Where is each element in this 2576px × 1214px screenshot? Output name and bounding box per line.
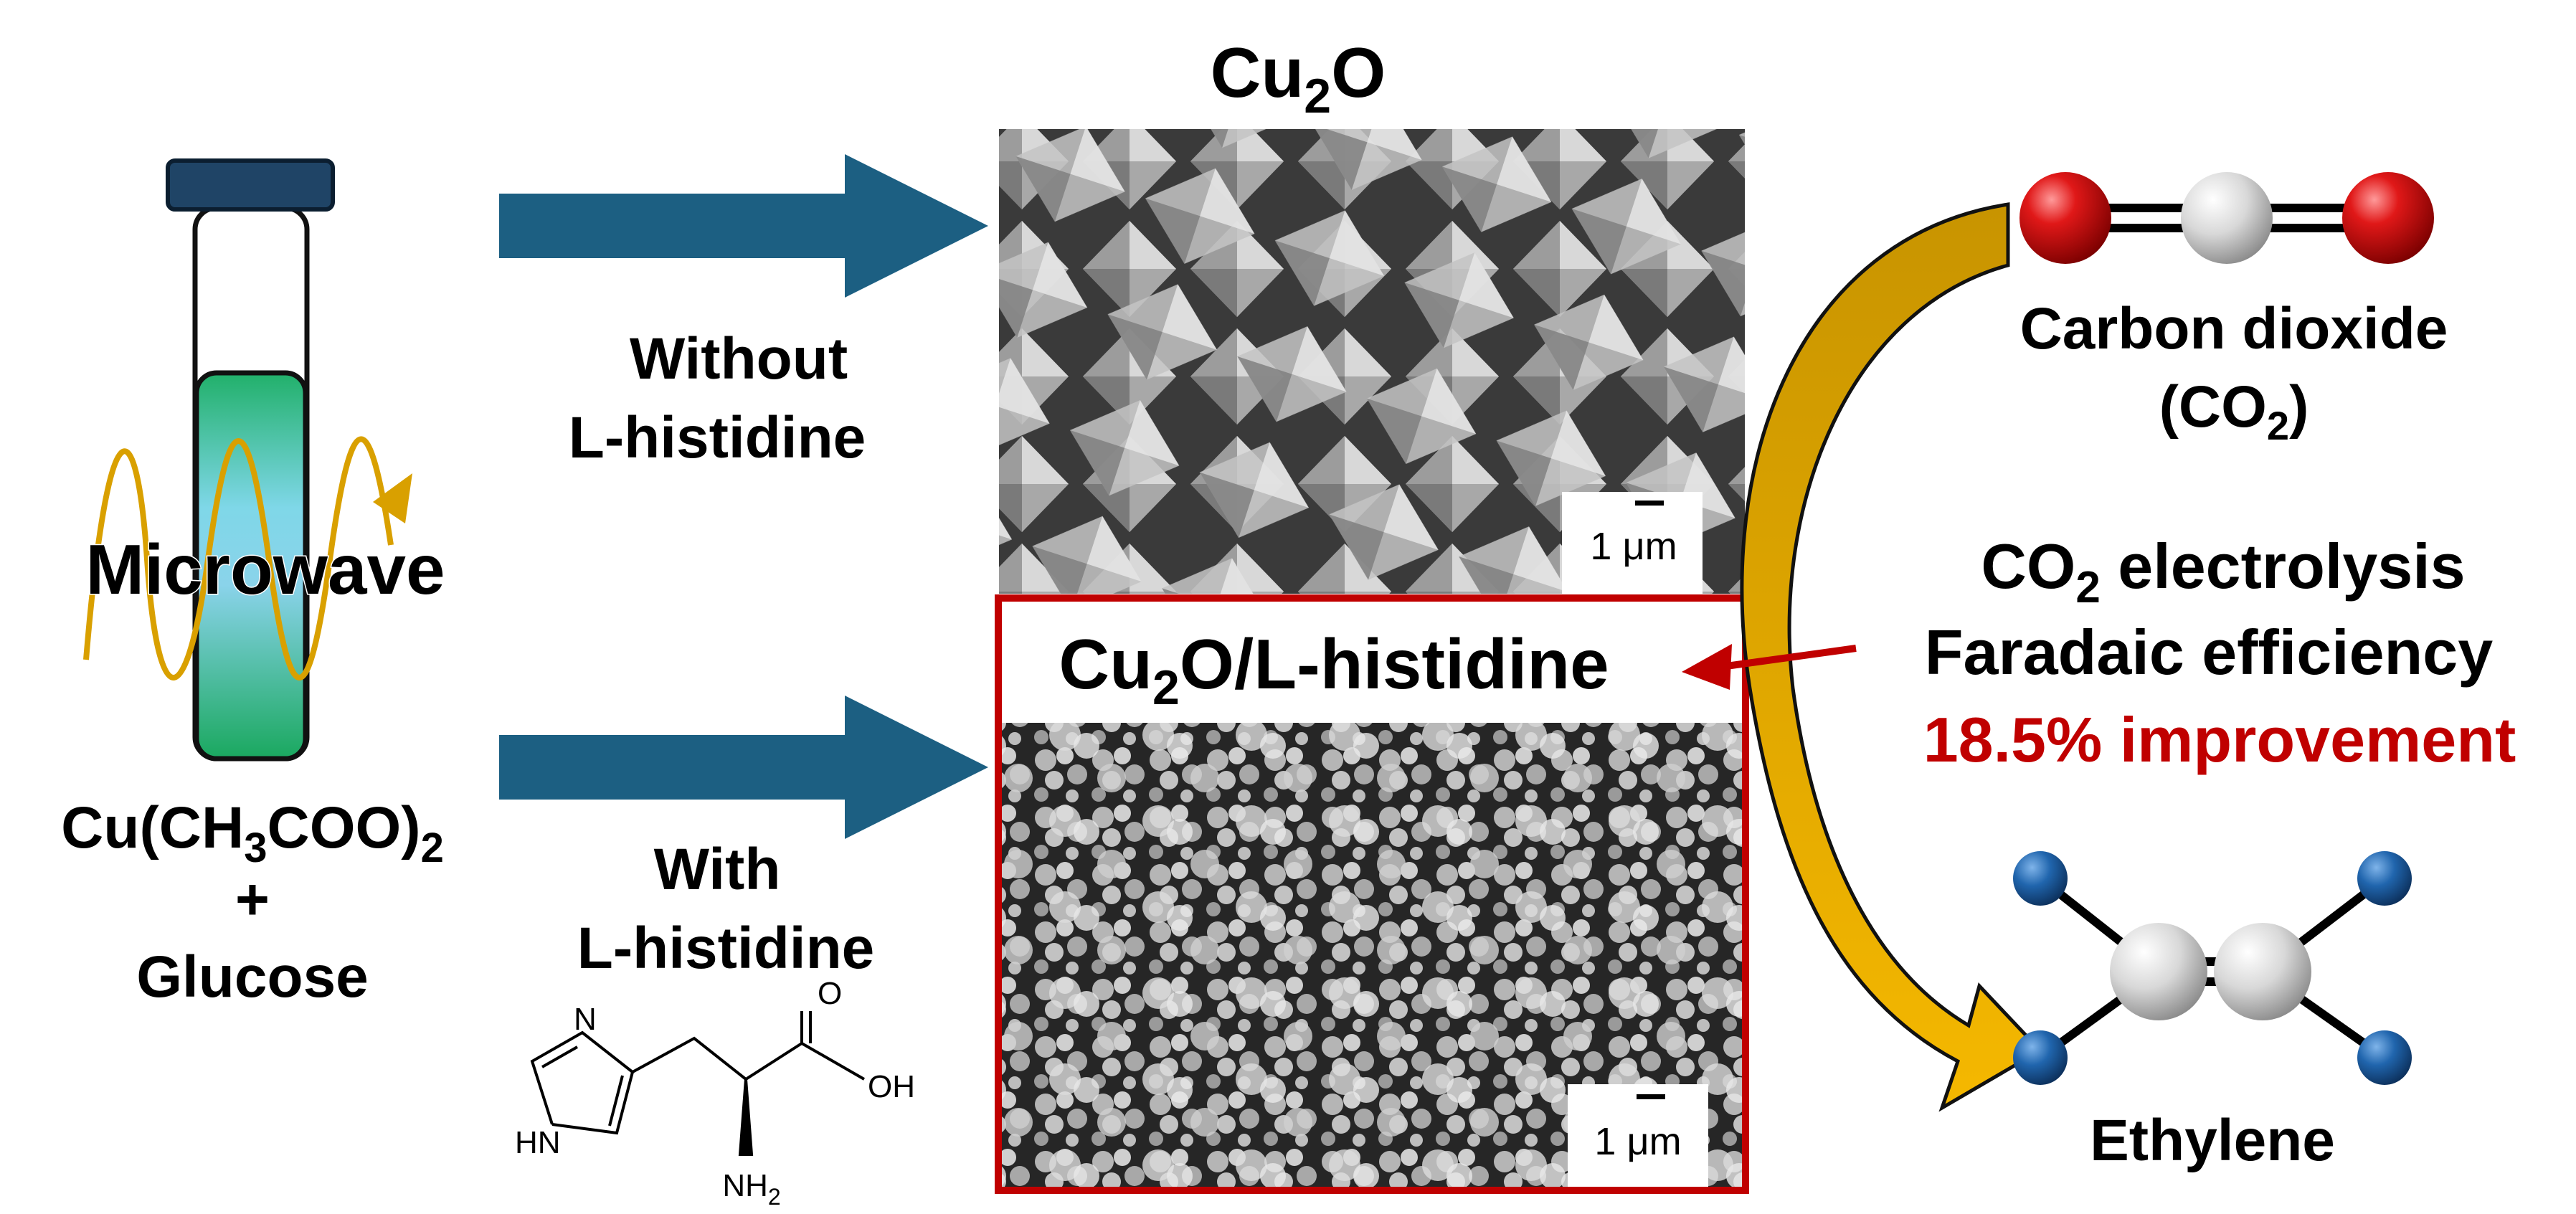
reagents: Cu(CH3COO)2 + Glucose [61, 795, 444, 1010]
bottom-panel-title-bg [999, 599, 1745, 723]
test-tube-cap [166, 158, 335, 212]
bottom-panel-title: Cu2O/L-histidine [1059, 625, 1609, 715]
co2-formula-sub: 2 [2267, 403, 2289, 448]
bottom-panel-highlight-frame [995, 594, 1749, 1194]
electrolysis-end: electrolysis [2101, 531, 2466, 602]
top-title-sub: 2 [1304, 69, 1331, 123]
histidine-atom-OH: OH [868, 1069, 915, 1104]
bottom-scale-bar [1637, 1094, 1665, 1099]
without-label-line2: L-histidine [569, 405, 866, 470]
bottom-title-main: Cu [1059, 625, 1152, 703]
improvement-label: 18.5% improvement [1923, 704, 2516, 775]
histidine-wedge-bond [738, 1078, 754, 1156]
microwave-wave-icon [83, 436, 394, 680]
bottom-scale-label: 1 μm [1594, 1120, 1681, 1163]
nh2-main: NH [722, 1168, 768, 1203]
ethylene-molecule [2013, 851, 2412, 1085]
nh2-sub: 2 [768, 1184, 781, 1210]
bottom-title-sub: 2 [1152, 660, 1180, 715]
co2-oxygen-atom-right [2342, 172, 2434, 264]
test-tube-illustration: Microwave [83, 158, 446, 762]
improvement-pointer-arrow [1682, 644, 1857, 690]
glucose-label: Glucose [136, 944, 369, 1010]
ethylene-carbon-atom-left [2110, 923, 2207, 1020]
without-histidine-arrow [499, 154, 988, 298]
bottom-title-end: O/L-histidine [1180, 625, 1609, 703]
conversion-curve-arrow [1740, 202, 2043, 1112]
without-label-line1: Without [630, 326, 848, 392]
histidine-atom-O: O [818, 976, 842, 1011]
co2-formula-open: (CO [2159, 374, 2267, 440]
reagent-sub-1: 3 [244, 825, 267, 871]
histidine-atom-N: N [574, 1002, 597, 1037]
co2-carbon-atom [2181, 172, 2273, 264]
bottom-panel: 1 μm Cu2O/L-histidine [995, 594, 1749, 1194]
histidine-ring-double-bond-2 [541, 1045, 578, 1068]
microwave-label: Microwave [85, 530, 445, 609]
electrolysis-main: CO [1981, 531, 2075, 602]
electrolysis-label: CO2 electrolysis [1981, 531, 2465, 612]
co2-molecule [2019, 172, 2434, 264]
top-scale-box: 1 μm [1562, 492, 1703, 594]
histidine-chain [632, 1036, 803, 1081]
ethylene-carbon-atom-right [2214, 923, 2311, 1020]
with-histidine-arrow [499, 696, 988, 839]
ethylene-hydrogen-atom-top-left [2013, 851, 2068, 906]
histidine-ring-double-bond [608, 1075, 624, 1127]
reagent-sub-2: 2 [421, 825, 444, 871]
with-label-line2: L-histidine [577, 916, 875, 981]
top-title-end: O [1331, 33, 1386, 112]
bottom-scale-box: 1 μm [1568, 1084, 1708, 1189]
histidine-hydroxyl-bond [801, 1042, 865, 1081]
plus-sign: + [235, 867, 270, 932]
co2-name: Carbon dioxide [2020, 296, 2448, 361]
faradaic-label: Faradaic efficiency [1925, 617, 2493, 688]
with-label-line1: With [654, 837, 781, 902]
top-title-main: Cu [1211, 33, 1304, 112]
histidine-atom-HN: HN [515, 1125, 561, 1160]
histidine-ring-bonds [530, 1030, 635, 1135]
top-panel-title: Cu2O [1211, 33, 1386, 123]
ethylene-hydrogen-atom-bottom-left [2013, 1030, 2068, 1085]
histidine-structure [530, 1011, 865, 1156]
reagent-formula: Cu(CH3COO)2 [61, 795, 444, 871]
ethylene-hydrogen-atom-bottom-right [2357, 1030, 2412, 1085]
reagent-part-1: Cu(CH [61, 795, 244, 860]
top-scale-label: 1 μm [1590, 525, 1677, 568]
co2-formula: (CO2) [2159, 374, 2309, 448]
electrolysis-sub: 2 [2075, 563, 2100, 612]
ethylene-label: Ethylene [2090, 1108, 2335, 1173]
top-scale-bar [1635, 501, 1664, 506]
co2-oxygen-atom-left [2019, 172, 2111, 264]
microwave-wave-arrowhead [373, 473, 412, 523]
ethylene-hydrogen-atom-top-right [2357, 851, 2412, 906]
histidine-atom-NH2: NH2 [722, 1168, 780, 1210]
reagent-part-2: COO) [267, 795, 420, 860]
co2-formula-close: ) [2289, 374, 2309, 440]
